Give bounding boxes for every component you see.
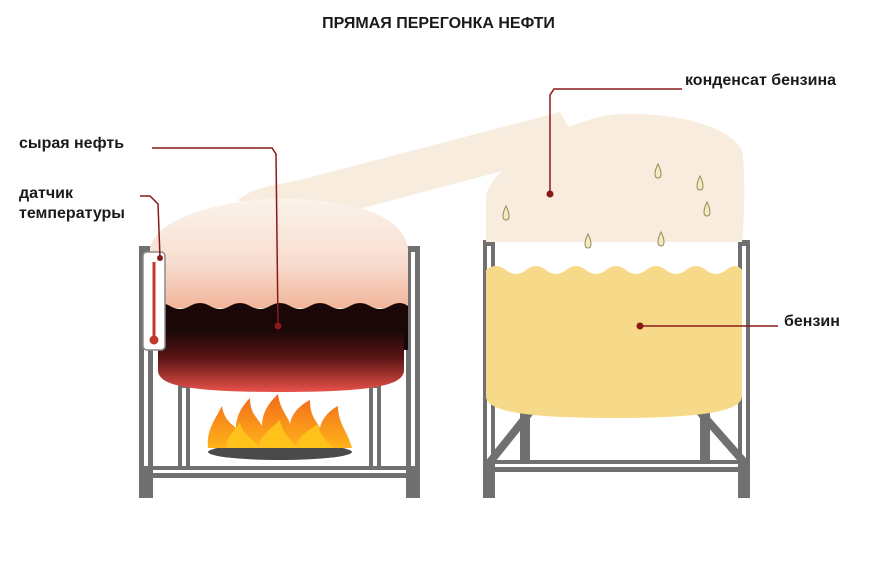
vapor-pipe [238,112,582,230]
diagram-title: ПРЯМАЯ ПЕРЕГОНКА НЕФТИ [322,15,555,32]
left-stand-inner [144,252,415,473]
thermometer-icon [142,251,166,351]
receiver [486,113,745,418]
boiler [150,198,408,392]
crude-oil-leader [152,147,279,327]
leader-lines [140,88,778,327]
leader-dots [274,190,644,330]
hot-oil-bottom [158,330,404,392]
gasoline-liquid [486,266,742,418]
label-gasoline-condensate: конденсат бензина [685,72,837,89]
right-stand-braces [486,409,748,465]
label-crude-oil: сырая нефть [19,135,125,152]
boiler-vapor-space [150,198,408,308]
label-temperature-sensor: датчик температуры [19,185,125,222]
condensate-leader [549,88,682,194]
sensor-leader [140,195,161,259]
condensate-droplets [502,162,711,249]
label-gasoline: бензин [784,313,840,330]
fire-icon [207,394,352,460]
